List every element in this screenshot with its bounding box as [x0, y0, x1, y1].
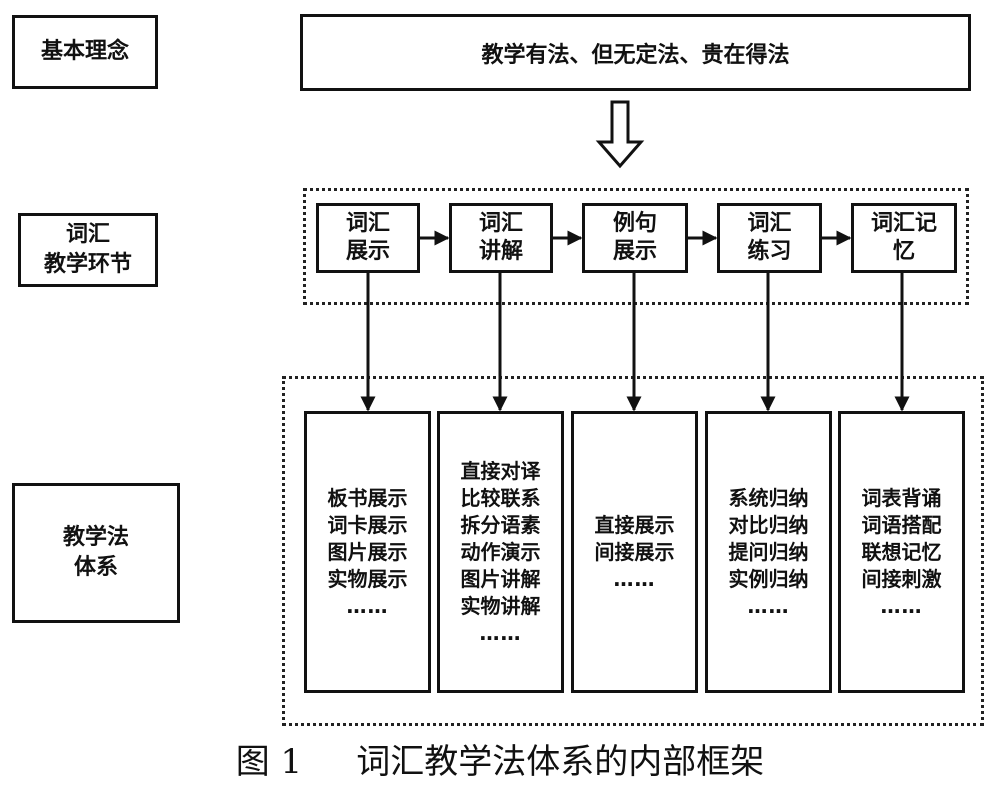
methods-label-line-1: 教学法: [62, 525, 129, 550]
step-line: 例句: [612, 211, 657, 236]
principle-box: 教学有法、但无定法、贵在得法: [300, 14, 971, 91]
method-line: 间接展示: [594, 539, 675, 564]
method-line: 词卡展示: [327, 512, 408, 537]
method-line: 词表背诵: [861, 485, 942, 510]
method-box-memory: 词表背诵 词语搭配 联想记忆 间接刺激 ……: [838, 411, 965, 693]
step-box-example: 例句 展示: [582, 203, 688, 273]
step-box-memory: 词汇记 忆: [851, 203, 957, 273]
step-line: 讲解: [478, 239, 523, 264]
method-line: 实物讲解: [460, 593, 541, 618]
principle-label-box: 基本理念: [12, 15, 158, 89]
principle-text: 教学有法、但无定法、贵在得法: [481, 42, 790, 68]
figure-number: 图 1: [235, 742, 303, 782]
steps-label-line-2: 教学环节: [43, 252, 132, 277]
method-line: 提问归纳: [728, 539, 809, 564]
method-ellipsis: ……: [880, 593, 923, 618]
hollow-down-arrow: [595, 100, 645, 169]
method-line: 间接刺激: [861, 566, 942, 591]
step-box-display: 词汇 展示: [316, 203, 420, 273]
step-line: 词汇: [345, 211, 390, 236]
method-line: 直接对译: [460, 458, 541, 483]
steps-group: [303, 188, 969, 305]
method-line: 板书展示: [327, 485, 408, 510]
method-line: 动作演示: [460, 539, 541, 564]
method-ellipsis: ……: [479, 620, 522, 645]
steps-label-box: 词汇 教学环节: [18, 213, 158, 287]
method-line: 对比归纳: [728, 512, 809, 537]
step-line: 忆: [892, 239, 915, 264]
method-ellipsis: ……: [346, 593, 389, 618]
figure-title: 词汇教学法体系的内部框架: [356, 742, 765, 782]
method-line: 词语搭配: [861, 512, 942, 537]
step-line: 展示: [345, 239, 390, 264]
method-line: 拆分语素: [460, 512, 541, 537]
method-box-explain: 直接对译 比较联系 拆分语素 动作演示 图片讲解 实物讲解 ……: [437, 411, 564, 693]
step-box-practice: 词汇 练习: [717, 203, 822, 273]
method-line: 图片展示: [327, 539, 408, 564]
figure-caption: 图 1 词汇教学法体系的内部框架: [0, 738, 1000, 786]
method-line: 比较联系: [460, 485, 541, 510]
method-line: 图片讲解: [460, 566, 541, 591]
method-line: 系统归纳: [728, 485, 809, 510]
step-line: 练习: [747, 239, 792, 264]
method-ellipsis: ……: [747, 593, 790, 618]
method-ellipsis: ……: [613, 566, 656, 591]
step-line: 词汇: [747, 211, 792, 236]
method-box-example: 直接展示 间接展示 ……: [571, 411, 698, 693]
steps-label-line-1: 词汇: [65, 222, 110, 247]
method-line: 联想记忆: [861, 539, 942, 564]
method-line: 直接展示: [594, 512, 675, 537]
method-line: 实例归纳: [728, 566, 809, 591]
principle-label-text: 基本理念: [40, 39, 129, 64]
methods-label-box: 教学法 体系: [12, 483, 180, 623]
step-box-explain: 词汇 讲解: [449, 203, 553, 273]
method-box-display: 板书展示 词卡展示 图片展示 实物展示 ……: [304, 411, 431, 693]
step-line: 词汇记: [870, 211, 937, 236]
methods-label-line-2: 体系: [73, 555, 118, 580]
step-line: 展示: [612, 239, 657, 264]
method-box-practice: 系统归纳 对比归纳 提问归纳 实例归纳 ……: [705, 411, 832, 693]
method-line: 实物展示: [327, 566, 408, 591]
step-line: 词汇: [478, 211, 523, 236]
